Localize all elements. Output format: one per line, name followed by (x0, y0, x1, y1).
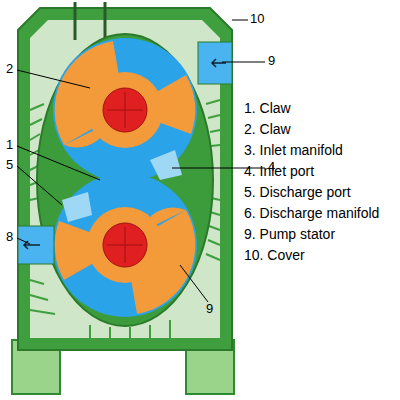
part-list-item: 1. Claw (244, 100, 291, 116)
part-list-item: 6. Discharge manifold (244, 205, 379, 221)
rotor-shaft (103, 88, 147, 132)
cover-cavity (30, 20, 220, 338)
leader-lines (17, 20, 265, 302)
callout-number: 1 (6, 138, 13, 153)
callout-number: 2 (6, 62, 13, 77)
discharge-port (62, 192, 92, 222)
pump-chamber (53, 38, 197, 182)
part-list-item: 10. Cover (244, 247, 305, 263)
bolt (74, 2, 77, 40)
rotor-shaft (103, 223, 147, 267)
shaft-mark (107, 92, 143, 128)
callout-number: 5 (6, 158, 13, 173)
callout-number: 9 (206, 302, 213, 317)
inlet-manifold (198, 42, 232, 84)
bolt (104, 2, 107, 40)
part-list-item: 2. Claw (244, 121, 291, 137)
claw-rotor (55, 207, 196, 314)
part-list-item: 9. Pump stator (244, 226, 335, 242)
pump-chamber (53, 173, 197, 317)
callout-number: 8 (6, 230, 13, 245)
flow-arrow (212, 59, 226, 67)
cover-body (18, 8, 232, 350)
part-list-item: 3. Inlet manifold (244, 142, 343, 158)
callout-number: 10 (250, 12, 264, 27)
discharge-manifold (18, 226, 54, 264)
shaft-mark (107, 227, 143, 263)
pump-stator (37, 34, 213, 326)
part-list-item: 4. Inlet port (244, 163, 314, 179)
inlet-port (150, 150, 182, 180)
callout-number: 9 (268, 54, 275, 69)
part-list-item: 5. Discharge port (244, 184, 351, 200)
claw-rotor (55, 41, 196, 148)
